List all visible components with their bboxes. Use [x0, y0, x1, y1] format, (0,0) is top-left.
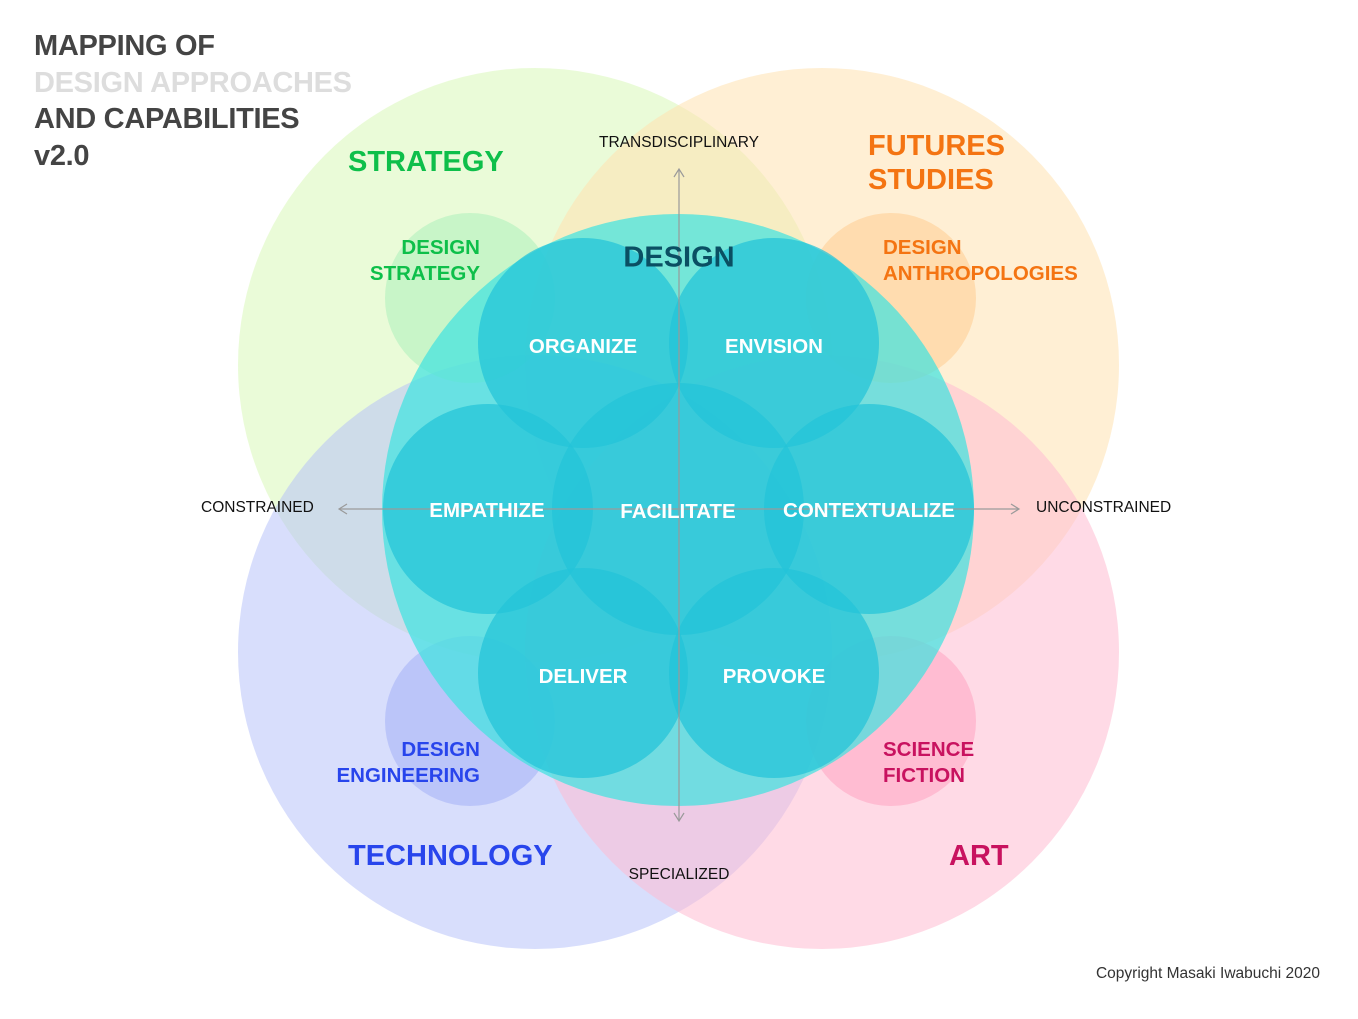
deliver-label: DELIVER	[538, 665, 628, 688]
axis-label-bottom: SPECIALIZED	[628, 866, 730, 883]
title-line-1: MAPPING OF	[34, 30, 215, 62]
design-strategy-line-2: STRATEGY	[369, 262, 480, 285]
axis-label-top: TRANSDISCIPLINARY	[599, 134, 759, 151]
science-fiction-line-2: FICTION	[883, 764, 965, 787]
facilitate-label: FACILITATE	[620, 500, 736, 523]
futures-studies-label: FUTURES STUDIES	[868, 129, 1005, 197]
page-title: MAPPING OF DESIGN APPROACHES AND CAPABIL…	[34, 28, 352, 174]
arrow-up-icon	[673, 167, 685, 178]
design-strategy-line-1: DESIGN	[401, 236, 480, 259]
copyright-notice: Copyright Masaki Iwabuchi 2020	[1095, 965, 1320, 982]
art-label: ART	[949, 840, 1009, 872]
arrow-right-icon	[1010, 503, 1021, 515]
envision-label: ENVISION	[725, 335, 823, 358]
organize-label: ORGANIZE	[528, 335, 638, 358]
science-fiction-line-1: SCIENCE	[883, 738, 975, 761]
contextualize-label: CONTEXTUALIZE	[783, 499, 955, 522]
design-anthropologies-line-1: DESIGN	[883, 236, 962, 259]
title-line-3: AND CAPABILITIES	[34, 103, 300, 135]
strategy-label: STRATEGY	[348, 146, 504, 178]
technology-label: TECHNOLOGY	[348, 840, 553, 872]
title-version: v2.0	[34, 139, 90, 172]
design-label: DESIGN	[623, 241, 735, 274]
axis-label-right: UNCONSTRAINED	[1036, 499, 1172, 516]
title-line-2: DESIGN APPROACHES	[34, 66, 352, 99]
deliver-circle	[478, 568, 688, 778]
design-anthropologies-line-2: ANTHROPOLOGIES	[883, 262, 1078, 285]
provoke-circle	[669, 568, 879, 778]
provoke-label: PROVOKE	[722, 665, 826, 688]
science-fiction-label: SCIENCE FICTION	[883, 737, 974, 789]
design-engineering-label: DESIGN ENGINEERING	[336, 737, 480, 789]
arrow-left-icon	[337, 503, 348, 515]
design-engineering-line-1: DESIGN	[401, 738, 480, 761]
futures-studies-label-line-2: STUDIES	[868, 164, 994, 196]
arrow-down-icon	[673, 812, 685, 823]
axis-label-left: CONSTRAINED	[201, 499, 314, 516]
design-engineering-line-2: ENGINEERING	[336, 764, 480, 787]
design-strategy-label: DESIGN STRATEGY	[370, 235, 480, 287]
futures-studies-label-line-1: FUTURES	[868, 130, 1005, 162]
empathize-label: EMPATHIZE	[429, 499, 545, 522]
design-anthropologies-label: DESIGN ANTHROPOLOGIES	[883, 235, 1078, 287]
